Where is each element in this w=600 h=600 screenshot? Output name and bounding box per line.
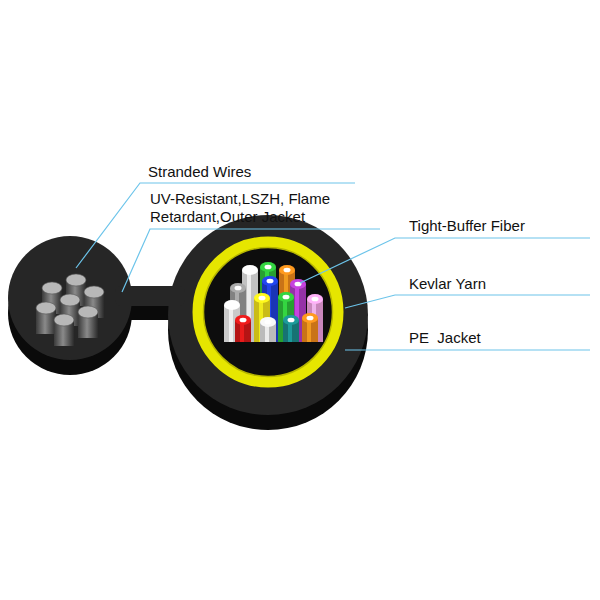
fiber-end xyxy=(224,300,240,310)
fiber-core xyxy=(288,318,295,323)
wire-end xyxy=(36,302,56,314)
fiber-end xyxy=(290,279,306,289)
callout-label: PE Jacket xyxy=(409,329,594,347)
kevlar-inner-edge xyxy=(204,248,333,377)
fiber-end xyxy=(260,262,276,272)
core-cavity xyxy=(198,242,338,382)
wire-end xyxy=(42,282,62,294)
fiber-core xyxy=(265,265,272,270)
fiber-core xyxy=(284,268,291,273)
fiber-end xyxy=(283,315,299,325)
stranded-wires xyxy=(36,274,104,346)
fiber-core xyxy=(283,295,290,300)
fiber-end xyxy=(307,294,323,304)
fiber-core xyxy=(267,279,274,284)
fiber-end xyxy=(302,313,318,323)
callout-label: Stranded Wires xyxy=(148,163,368,181)
fiber-core xyxy=(307,316,314,321)
wire-end xyxy=(78,306,98,318)
leader-lines xyxy=(76,183,590,350)
fiber-end xyxy=(235,315,251,325)
callout-label: Tight-Buffer Fiber xyxy=(409,217,594,235)
fiber-core xyxy=(265,320,272,325)
fiber-end xyxy=(278,292,294,302)
jacket-face xyxy=(8,215,368,415)
fiber-end xyxy=(262,276,278,286)
fiber-core xyxy=(229,303,236,308)
fiber-core xyxy=(312,297,319,302)
fiber-end xyxy=(242,265,258,275)
wire-end xyxy=(54,314,74,326)
kevlar-yarn xyxy=(198,242,338,382)
fiber-end xyxy=(279,265,295,275)
fiber-shine xyxy=(229,305,233,342)
fiber-end xyxy=(260,317,276,327)
fiber-end xyxy=(254,293,270,303)
wire-end xyxy=(66,274,86,286)
callout-label: Kevlar Yarn xyxy=(409,275,594,293)
tight-buffer-fibers xyxy=(224,262,323,342)
wire-end xyxy=(84,286,104,298)
wire-end xyxy=(60,294,80,306)
callout-label: UV-Resistant,LSZH, Flame Retardant,Outer… xyxy=(150,190,365,226)
fiber-core xyxy=(247,268,254,273)
fiber-end xyxy=(230,283,246,293)
fiber-core xyxy=(240,318,247,323)
fiber-core xyxy=(259,296,266,301)
fiber-core xyxy=(235,286,242,291)
